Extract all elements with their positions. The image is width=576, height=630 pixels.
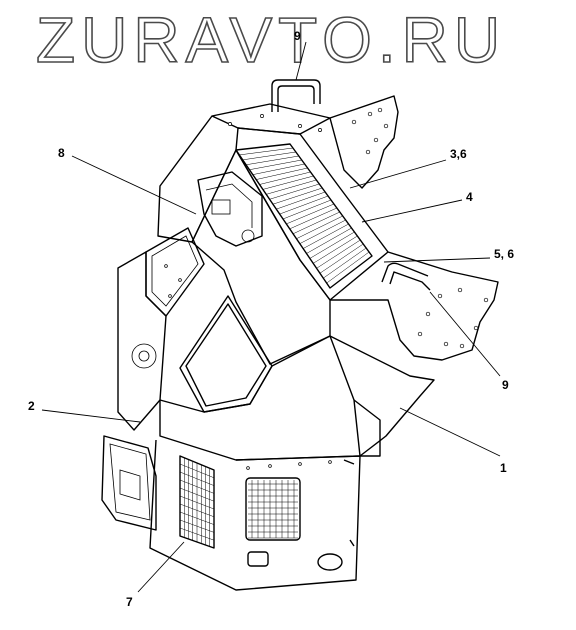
callout-9-top: 9 [294,29,301,43]
callout-3-6: 3,6 [450,147,467,161]
side-hatch [145,227,205,317]
right-lower-panel [330,251,499,361]
battery-box [101,435,157,531]
left-pillar [117,251,167,431]
lower-details [246,459,355,571]
top-handle [271,79,321,112]
callout-1: 1 [500,461,507,475]
callout-4: 4 [466,190,473,204]
front-mesh-grille [179,455,215,549]
callout-8: 8 [58,146,65,160]
leader-lines [41,41,501,593]
rear-mesh-grille [245,477,301,541]
callout-9-right: 9 [502,378,509,392]
side-handle [381,262,431,291]
right-upper-panel [329,95,399,189]
lower-body [149,335,435,591]
callout-5-6: 5, 6 [494,247,514,261]
windshield-frame [179,149,331,413]
radiator-grille [235,143,373,289]
engine-assembly [197,171,263,247]
watermark-logo: ZURAVTO.RU [36,4,506,76]
callout-7: 7 [126,595,133,609]
callout-2: 2 [28,399,35,413]
